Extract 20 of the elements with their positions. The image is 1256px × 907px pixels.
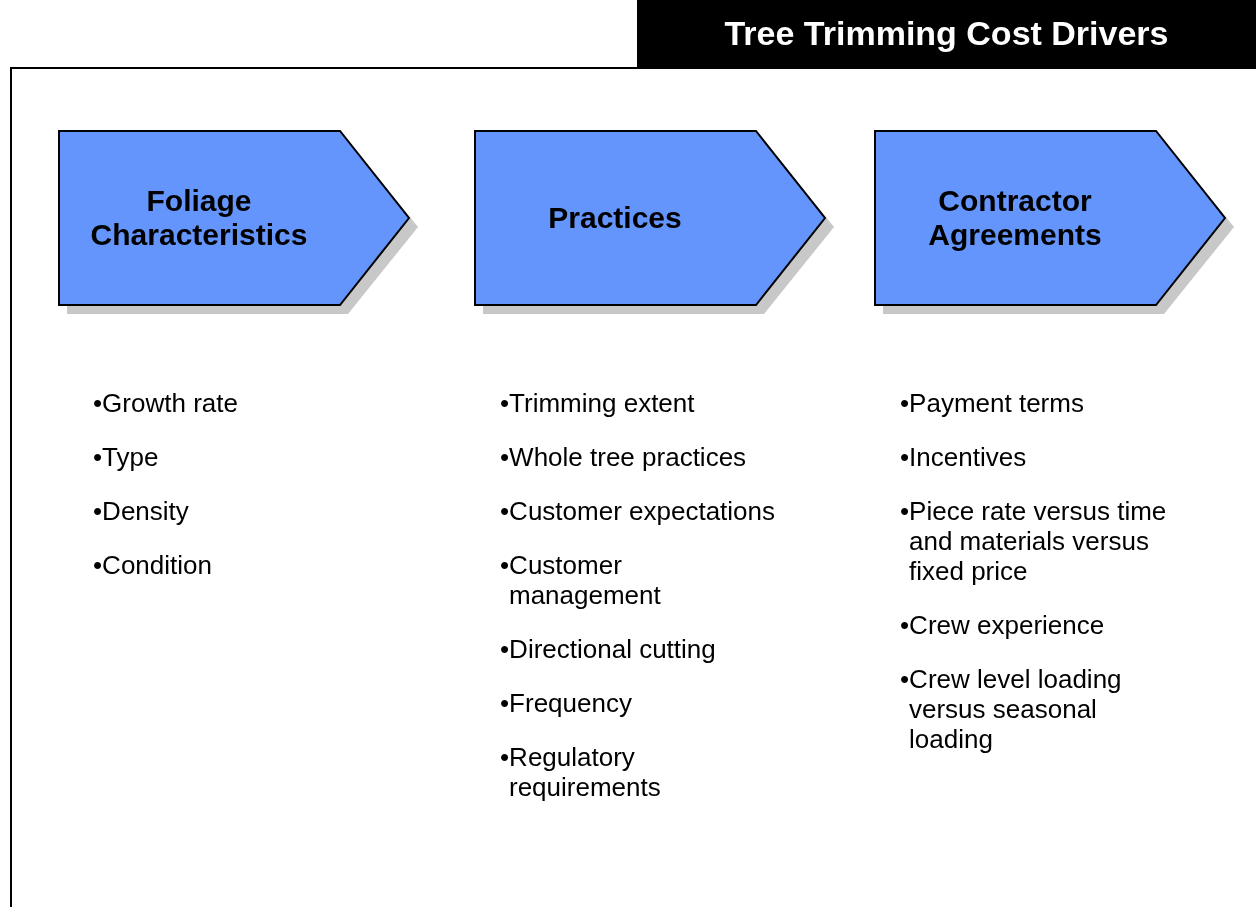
bullet-item: •Crew experience [900, 610, 1106, 640]
bullet-item: •Trimming extent [500, 388, 696, 418]
bullet-item: •Customer management [500, 550, 662, 610]
chevron-label: Practices [548, 200, 682, 235]
chevron-label: Contractor Agreements [927, 183, 1103, 252]
bullet-item: •Incentives [900, 442, 1028, 472]
bullet-item: •Density [93, 496, 190, 526]
bullet-item: •Directional cutting [500, 634, 717, 664]
bullet-item: •Piece rate versus time and materials versus fixed price [900, 496, 1168, 586]
title-banner: Tree Trimming Cost Drivers [637, 0, 1256, 67]
bullet-item: •Regulatory requirements [500, 742, 662, 802]
bullet-item: •Whole tree practices [500, 442, 748, 472]
bullet-item: •Condition [93, 550, 213, 580]
bullet-item: •Payment terms [900, 388, 1085, 418]
bullet-item: •Type [93, 442, 160, 472]
chevron-label: Foliage Characteristics [89, 183, 309, 252]
bullet-item: •Customer expectations [500, 496, 775, 526]
bullet-item: •Crew level loading versus seasonal loading [900, 664, 1123, 754]
bullet-item: •Growth rate [93, 388, 239, 418]
bullet-item: •Frequency [500, 688, 633, 718]
